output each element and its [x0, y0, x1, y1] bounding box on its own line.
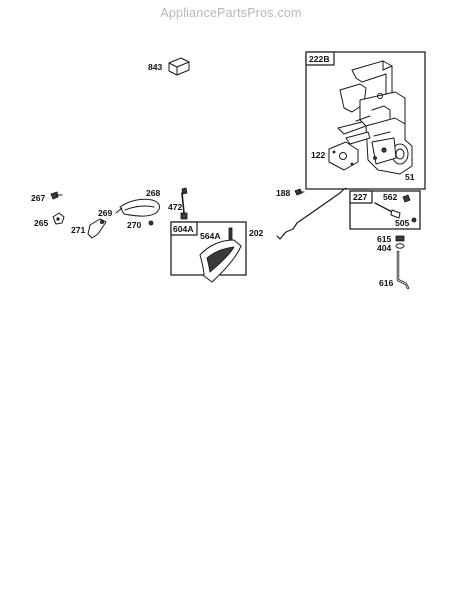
oring-505-icon[interactable]: [411, 217, 417, 223]
screw-562-icon[interactable]: [402, 194, 411, 203]
fitting-615-icon[interactable]: [395, 235, 405, 242]
label-615[interactable]: 615: [377, 234, 392, 244]
label-562[interactable]: 562: [383, 192, 398, 202]
label-843[interactable]: 843: [148, 62, 163, 72]
assembly-604a-label[interactable]: 604A: [173, 224, 194, 234]
label-268[interactable]: 268: [146, 188, 161, 198]
clip-265-icon[interactable]: [52, 212, 65, 225]
assembly-222b-label[interactable]: 222B: [309, 54, 330, 64]
label-404[interactable]: 404: [377, 243, 392, 253]
assembly-227-box[interactable]: [349, 190, 421, 230]
nut-270-icon[interactable]: [148, 220, 154, 226]
label-269[interactable]: 269: [98, 208, 113, 218]
governor-link-icon[interactable]: [276, 187, 347, 240]
label-265[interactable]: 265: [34, 218, 49, 228]
label-270[interactable]: 270: [127, 220, 142, 230]
assembly-227-label[interactable]: 227: [353, 192, 368, 202]
leader-269: [115, 207, 123, 214]
label-271[interactable]: 271: [71, 225, 86, 235]
lever-icon[interactable]: [87, 218, 107, 239]
gasket-icon[interactable]: [328, 141, 359, 171]
carburetor-icon[interactable]: [337, 60, 413, 175]
label-267[interactable]: 267: [31, 193, 46, 203]
spring-icon[interactable]: [119, 198, 160, 217]
fuel-pipe-616-icon[interactable]: [396, 250, 410, 290]
label-202[interactable]: 202: [249, 228, 264, 238]
part-843-pad-icon[interactable]: [168, 57, 190, 76]
label-564a[interactable]: 564A: [200, 231, 221, 241]
needle-valve-icon[interactable]: [374, 202, 401, 219]
screw-188-icon[interactable]: [294, 188, 305, 196]
label-188[interactable]: 188: [276, 188, 291, 198]
label-472[interactable]: 472: [168, 202, 183, 212]
assembly-222b-box[interactable]: [305, 51, 426, 190]
label-505[interactable]: 505: [395, 218, 410, 228]
watermark: AppliancePartsPros.com: [160, 6, 301, 20]
screw-267-icon[interactable]: [50, 191, 63, 200]
choke-shaft-472-icon[interactable]: [180, 187, 188, 220]
primer-bulb-icon[interactable]: [199, 227, 242, 283]
label-616[interactable]: 616: [379, 278, 394, 288]
oring-404-icon[interactable]: [395, 243, 405, 249]
label-122[interactable]: 122: [311, 150, 326, 160]
label-51[interactable]: 51: [405, 172, 415, 182]
